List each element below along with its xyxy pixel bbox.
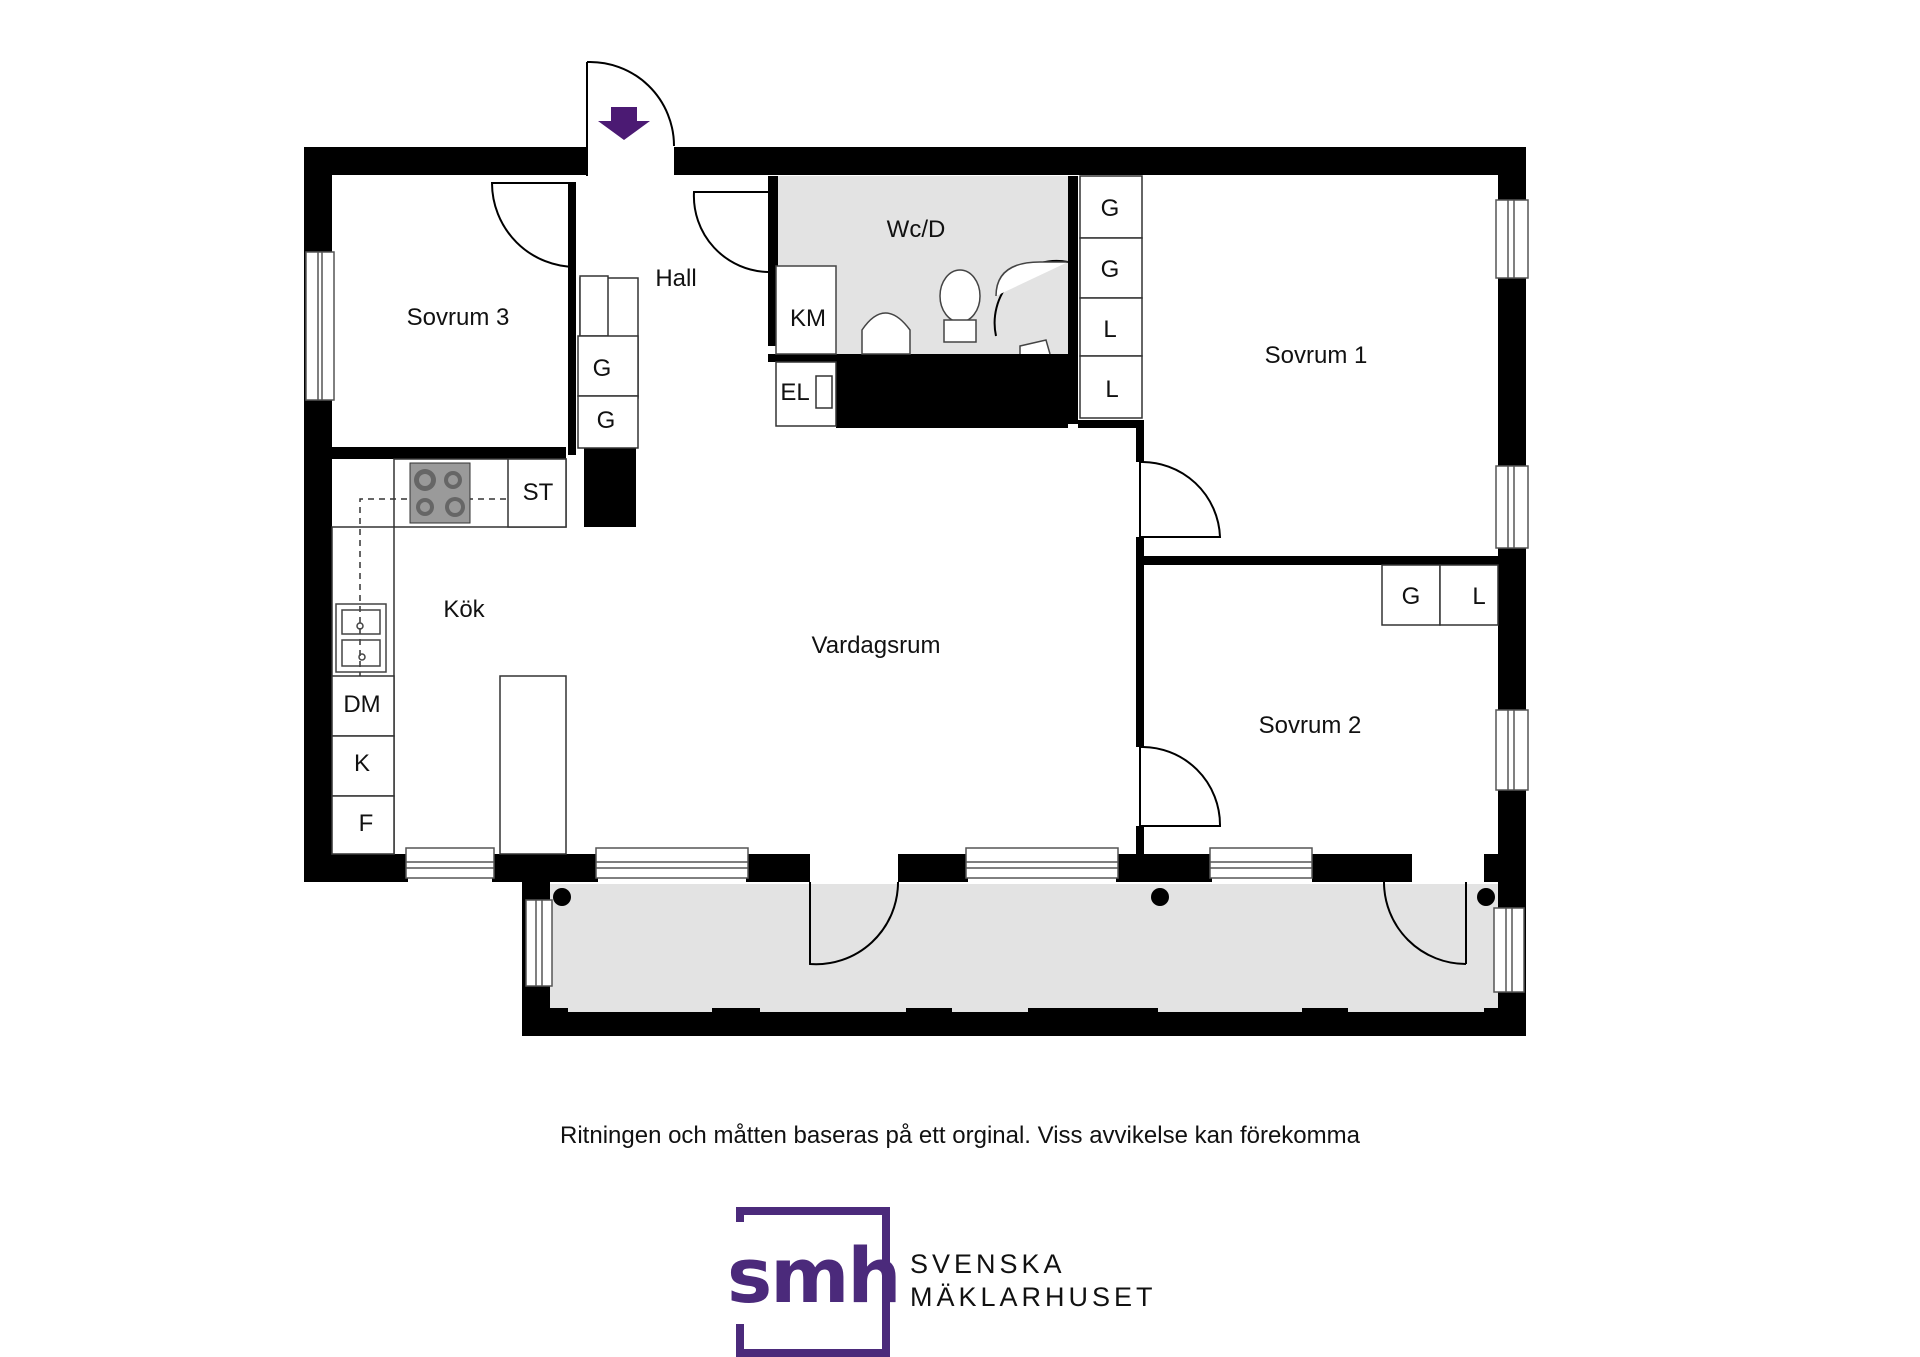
fixture-label-k: K	[354, 750, 370, 777]
fixture-label-g: G	[593, 355, 612, 382]
fixture-label-st: ST	[523, 479, 554, 506]
fixture-label-el: EL	[780, 379, 809, 406]
logo-text-line1: SVENSKA	[910, 1249, 1066, 1279]
fixture-label-km: KM	[790, 305, 826, 332]
fixture-label-l: L	[1103, 316, 1116, 343]
fixture-label-l: L	[1472, 583, 1485, 610]
windows	[305, 199, 1529, 993]
fixture-label-g: G	[1402, 583, 1421, 610]
storage-units	[331, 175, 1499, 855]
inner-walls	[332, 176, 1498, 854]
logo-text-line2: MÄKLARHUSET	[910, 1282, 1157, 1312]
toilet-icon	[939, 269, 981, 323]
fixture-label-dm: DM	[343, 691, 380, 718]
sink-icon	[335, 603, 387, 673]
room-label-wcd: Wc/D	[887, 216, 946, 243]
fixture-label-g: G	[1101, 195, 1120, 222]
balcony-railing	[522, 1008, 1526, 1036]
room-label-kok: Kök	[443, 596, 485, 623]
doors	[490, 60, 1467, 966]
balcony-posts	[553, 888, 1495, 906]
room-label-vardagsrum: Vardagsrum	[812, 632, 941, 659]
logo-mark: smh	[727, 1231, 900, 1320]
hob-icon	[409, 462, 471, 524]
bathroom-fixtures	[775, 261, 1068, 355]
disclaimer-text: Ritningen och måtten baseras på ett orgi…	[560, 1122, 1360, 1149]
fixture-label-f: F	[359, 810, 374, 837]
fixture-label-g: G	[597, 407, 616, 434]
smh-logo: smh SVENSKA MÄKLARHUSET	[727, 1207, 1157, 1357]
entrance-arrow-icon	[598, 107, 650, 140]
room-label-sovrum1: Sovrum 1	[1265, 342, 1368, 369]
balcony-floor	[548, 884, 1500, 1014]
fixture-label-g: G	[1101, 256, 1120, 283]
room-label-sovrum2: Sovrum 2	[1259, 712, 1362, 739]
room-label-sovrum3: Sovrum 3	[407, 304, 510, 331]
fixture-label-l: L	[1105, 376, 1118, 403]
room-label-hall: Hall	[655, 265, 696, 292]
